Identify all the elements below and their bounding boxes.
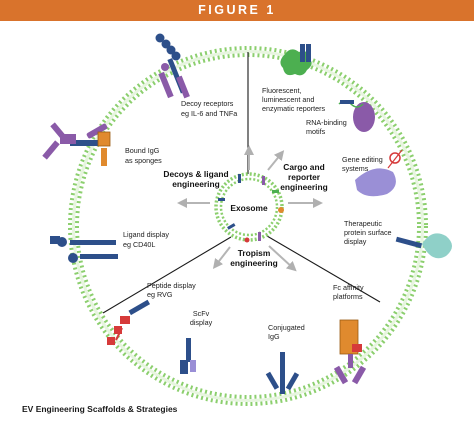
direction-arrows bbox=[177, 145, 323, 272]
svg-text:Ligand display: Ligand display bbox=[123, 230, 169, 239]
svg-text:Bound IgG: Bound IgG bbox=[125, 146, 160, 155]
svg-text:Decoys & ligand: Decoys & ligand bbox=[163, 169, 228, 179]
svg-text:Decoy receptors: Decoy receptors bbox=[181, 99, 234, 108]
svg-text:reporter: reporter bbox=[288, 172, 321, 182]
rna-binding-icon bbox=[338, 100, 375, 132]
decoy-receptors-label: Decoy receptors eg IL-6 and TNFa bbox=[181, 99, 237, 118]
peptide-label: Peptide display eg RVG bbox=[147, 281, 196, 299]
ligand-display-label: Ligand display eg CD40L bbox=[123, 230, 169, 249]
exosome-label: Exosome bbox=[230, 203, 268, 213]
fluorescent-reporter-icon bbox=[280, 44, 312, 76]
figure-banner: FIGURE 1 bbox=[0, 0, 474, 21]
conjugated-igg-icon bbox=[265, 352, 300, 394]
fc-affinity-label: Fc affinity platforms bbox=[333, 283, 364, 301]
fc-affinity-icon bbox=[333, 319, 367, 385]
svg-text:Fluorescent,: Fluorescent, bbox=[262, 86, 302, 95]
svg-text:engineering: engineering bbox=[230, 258, 277, 268]
svg-text:RNA-binding: RNA-binding bbox=[306, 118, 347, 127]
svg-text:motifs: motifs bbox=[306, 127, 326, 136]
svg-text:engineering: engineering bbox=[172, 179, 219, 189]
svg-text:Cargo and: Cargo and bbox=[283, 162, 324, 172]
svg-text:Conjugated: Conjugated bbox=[268, 323, 305, 332]
svg-text:display: display bbox=[190, 318, 213, 327]
svg-text:Peptide display: Peptide display bbox=[147, 281, 196, 290]
central-exosome bbox=[214, 172, 284, 243]
svg-text:display: display bbox=[344, 237, 367, 246]
figure-title: FIGURE 1 bbox=[198, 3, 276, 17]
fluorescent-label: Fluorescent, luminescent and enzymatic r… bbox=[262, 86, 326, 113]
svg-text:protein surface: protein surface bbox=[344, 228, 392, 237]
svg-text:eg CD40L: eg CD40L bbox=[123, 240, 155, 249]
gene-editing-label: Gene editing systems bbox=[342, 155, 383, 173]
svg-text:engineering: engineering bbox=[280, 182, 327, 192]
cargo-section-title: Cargo and reporter engineering bbox=[280, 162, 327, 192]
ligand-display-icon bbox=[50, 236, 118, 263]
therapeutic-protein-icon bbox=[395, 233, 452, 259]
peptide-display-icon bbox=[107, 299, 151, 345]
tropism-section-title: Tropism engineering bbox=[230, 248, 277, 268]
svg-text:platforms: platforms bbox=[333, 292, 363, 301]
therapeutic-label: Therapeutic protein surface display bbox=[344, 219, 392, 246]
svg-text:luminescent and: luminescent and bbox=[262, 95, 314, 104]
svg-text:enzymatic reporters: enzymatic reporters bbox=[262, 104, 326, 113]
gene-editing-icon bbox=[355, 149, 403, 197]
svg-text:Therapeutic: Therapeutic bbox=[344, 219, 382, 228]
svg-text:eg IL-6 and TNFa: eg IL-6 and TNFa bbox=[181, 109, 237, 118]
rna-binding-label: RNA-binding motifs bbox=[306, 118, 347, 136]
scfv-icon bbox=[180, 338, 196, 374]
bound-igg-label: Bound IgG as sponges bbox=[125, 146, 162, 165]
conjugated-label: Conjugated IgG bbox=[268, 323, 305, 341]
scfv-label: ScFv display bbox=[190, 309, 213, 327]
svg-text:systems: systems bbox=[342, 164, 369, 173]
svg-text:Tropism: Tropism bbox=[238, 248, 271, 258]
svg-text:as sponges: as sponges bbox=[125, 156, 162, 165]
bound-igg-icon bbox=[42, 122, 111, 166]
svg-text:Fc affinity: Fc affinity bbox=[333, 283, 364, 292]
svg-text:Gene editing: Gene editing bbox=[342, 155, 383, 164]
figure-caption: EV Engineering Scaffolds & Strategies bbox=[22, 404, 178, 414]
svg-text:IgG: IgG bbox=[268, 332, 280, 341]
decoy-receptor-icon bbox=[155, 33, 190, 99]
svg-text:eg RVG: eg RVG bbox=[147, 290, 173, 299]
decoys-section-title: Decoys & ligand engineering bbox=[163, 169, 228, 189]
svg-text:ScFv: ScFv bbox=[193, 309, 210, 318]
